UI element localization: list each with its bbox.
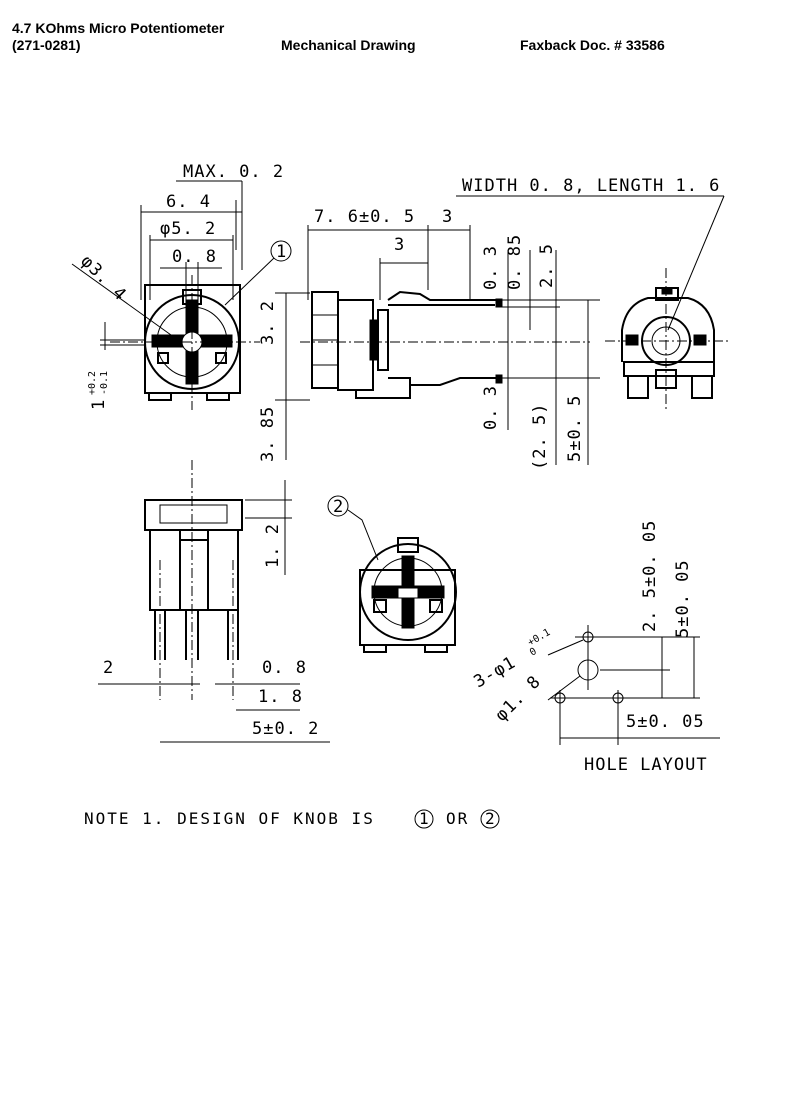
front-view: MAX. 0. 2 6. 4 φ5. 2 0. 8 φ3. 4 1: [71, 162, 292, 410]
dim-3-2: 3. 2: [258, 300, 278, 345]
dim-dia-5-2: φ5. 2: [160, 219, 216, 239]
knob-callout-1: [270, 240, 292, 262]
dim-5-0-2: 5±0. 2: [252, 719, 319, 739]
dim-5-0-05-vertical: 5±0. 05: [673, 559, 693, 638]
note-or: OR: [446, 809, 469, 828]
dim-0-3-bottom: 0. 3: [481, 385, 501, 430]
dim-tol-plus: +0.2: [87, 371, 98, 395]
dim-max-0-2: MAX. 0. 2: [183, 162, 284, 182]
dim-0-85: 0. 85: [505, 234, 525, 290]
dim-5-0-5: 5±0. 5: [565, 395, 585, 462]
note-knob-2-label: 2: [485, 809, 497, 828]
hole-layout-title: HOLE LAYOUT: [584, 755, 708, 775]
note-knob-1-label: 1: [419, 809, 431, 828]
dim-dia-3-4: φ3. 4: [76, 251, 130, 305]
dim-holes-tol-zero: 0: [528, 646, 539, 659]
dim-7-6: 7. 6±0. 5: [314, 207, 415, 227]
side-view: 7. 6±0. 5 3 3 3. 2 3. 85: [258, 207, 600, 470]
dim-tol-minus: -0.1: [99, 371, 110, 395]
note-text: NOTE 1. DESIGN OF KNOB IS: [84, 809, 375, 828]
doc-title: 4.7 KOhms Micro Potentiometer: [12, 20, 225, 36]
part-number: (271-0281): [12, 37, 81, 53]
dim-0-3-top: 0. 3: [481, 245, 501, 290]
doc-type: Mechanical Drawing: [281, 37, 416, 53]
dim-2-5-paren: (2. 5): [530, 403, 550, 470]
bottom-view: 1. 2 2 0. 8 1. 8 5±0. 2: [98, 460, 330, 743]
dim-3-dia-1: 3-φ1: [471, 653, 520, 693]
dim-2-5: 2. 5: [537, 243, 557, 288]
note-knob-1: [414, 809, 434, 829]
dim-6-4: 6. 4: [166, 192, 211, 212]
dim-0-8-bottom: 0. 8: [262, 658, 307, 678]
dim-5-0-05-horizontal: 5±0. 05: [626, 712, 705, 732]
dim-width-length: WIDTH 0. 8, LENGTH 1. 6: [462, 176, 720, 196]
knob-callout-1-label: 1: [276, 242, 287, 262]
dim-3-85: 3. 85: [258, 406, 278, 462]
dim-3-top: 3: [442, 207, 453, 227]
dim-1-8: 1. 8: [258, 687, 303, 707]
dim-2-5-0-05: 2. 5±0. 05: [640, 520, 660, 632]
dim-holes-tol-plus: +0.1: [526, 627, 552, 649]
knob-callout-2-label: 2: [333, 497, 344, 517]
knob-2-view: 2: [327, 495, 457, 653]
knob-callout-2: [327, 495, 349, 517]
dim-2: 2: [103, 658, 114, 678]
note-knob-2: [480, 809, 500, 829]
note: NOTE 1. DESIGN OF KNOB IS 1 OR 2: [84, 809, 500, 829]
rear-view: WIDTH 0. 8, LENGTH 1. 6: [456, 176, 730, 410]
hole-layout: 2. 5±0. 05 5±0. 05 3-φ1 +0.1 0 φ1. 8 5±0…: [471, 520, 720, 775]
dim-1-2: 1. 2: [263, 523, 283, 568]
faxback-number: Faxback Doc. # 33586: [520, 37, 665, 53]
dim-0-8-front: 0. 8: [172, 247, 217, 267]
dim-tol-base-1: 1: [89, 399, 109, 410]
dim-3-mid: 3: [394, 235, 405, 255]
